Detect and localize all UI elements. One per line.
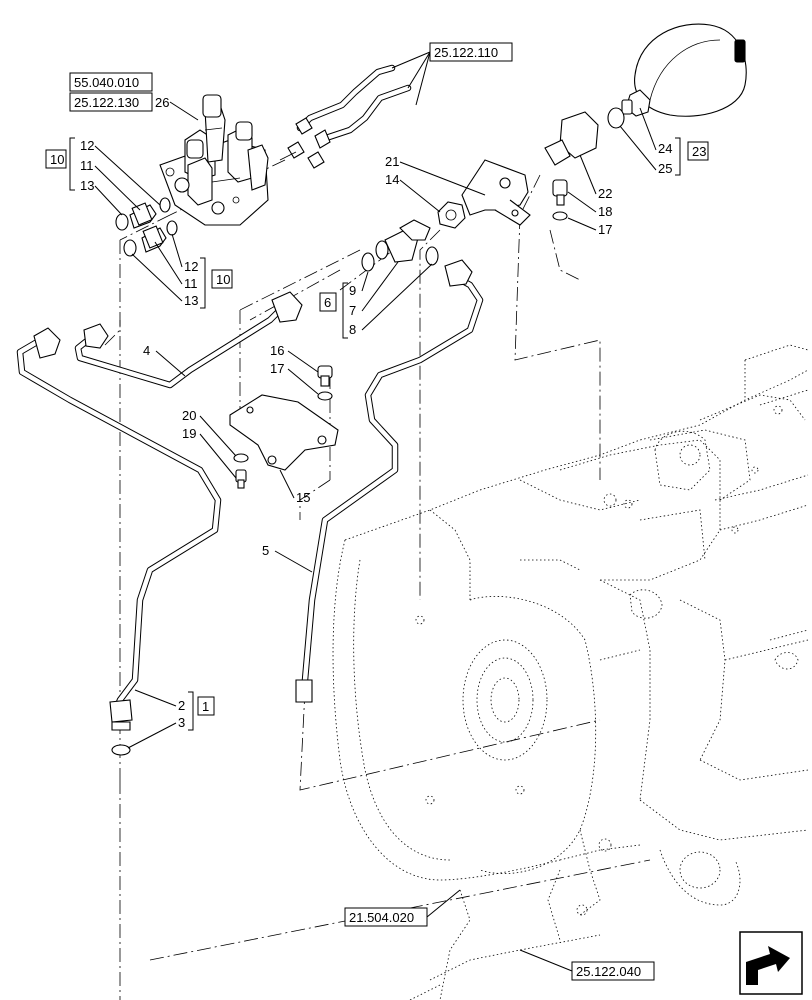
- svg-text:25.122.130: 25.122.130: [74, 95, 139, 110]
- pipe-2: [16, 327, 222, 756]
- svg-text:23: 23: [692, 144, 706, 159]
- callout-18: 18: [598, 204, 612, 219]
- tee-fitting: [361, 219, 439, 272]
- callout-17b: 17: [270, 361, 284, 376]
- svg-text:6: 6: [324, 295, 331, 310]
- group-23[interactable]: 23: [687, 141, 709, 161]
- callout-24: 24: [658, 141, 672, 156]
- group-6[interactable]: 6: [319, 292, 337, 312]
- ref-21-504-020[interactable]: 21.504.020: [344, 907, 428, 927]
- hoses-top: [279, 64, 412, 169]
- callout-9: 9: [349, 283, 356, 298]
- alignment-lines: [104, 159, 651, 1000]
- fittings-set-top: [115, 197, 171, 231]
- ref-25-122-130[interactable]: 25.122.130: [69, 92, 153, 112]
- svg-text:55.040.010: 55.040.010: [74, 75, 139, 90]
- svg-text:25.122.110: 25.122.110: [434, 45, 498, 60]
- callout-8: 8: [349, 322, 356, 337]
- mounting-plate: [229, 365, 339, 489]
- control-valve: [159, 94, 269, 226]
- callout-16: 16: [270, 343, 284, 358]
- callout-13b: 13: [184, 293, 198, 308]
- callout-12a: 12: [80, 138, 94, 153]
- callout-21: 21: [385, 154, 399, 169]
- accumulator: [607, 23, 747, 129]
- callout-7: 7: [349, 303, 356, 318]
- callout-13a: 13: [80, 178, 94, 193]
- callout-11a: 11: [80, 158, 94, 173]
- callout-12b: 12: [184, 259, 198, 274]
- next-page-arrow-icon[interactable]: [739, 931, 803, 995]
- mounting-bracket: [437, 159, 531, 229]
- callout-4: 4: [143, 343, 150, 358]
- callout-3: 3: [178, 715, 185, 730]
- ref-25-122-040[interactable]: 25.122.040: [571, 961, 655, 981]
- svg-text:25.122.040: 25.122.040: [576, 964, 641, 979]
- pipe-4: [74, 291, 303, 389]
- callout-22: 22: [598, 186, 612, 201]
- callout-25: 25: [658, 161, 672, 176]
- transmission-housing: [332, 344, 809, 1000]
- svg-text:1: 1: [202, 699, 209, 714]
- bracket-23: [675, 137, 681, 176]
- bracket-10-top: [69, 137, 75, 191]
- callout-20: 20: [182, 408, 196, 423]
- fittings-set-bottom: [123, 220, 178, 257]
- group-1[interactable]: 1: [197, 696, 215, 716]
- svg-text:21.504.020: 21.504.020: [349, 910, 414, 925]
- callout-19: 19: [182, 426, 196, 441]
- bracket-10-mid: [200, 257, 206, 309]
- ref-25-122-110[interactable]: 25.122.110: [429, 42, 513, 62]
- callout-2: 2: [178, 698, 185, 713]
- callout-11b: 11: [184, 276, 198, 291]
- ref-55-040-010[interactable]: 55.040.010: [69, 72, 153, 92]
- group-10-top[interactable]: 10: [45, 149, 67, 169]
- bracket-6: [342, 282, 348, 339]
- callout-5: 5: [262, 543, 269, 558]
- callout-17a: 17: [598, 222, 612, 237]
- pipe-5: [295, 259, 484, 703]
- pressure-switch: [544, 111, 599, 221]
- callout-26: 26: [155, 95, 169, 110]
- bracket-1: [188, 691, 194, 731]
- callout-14: 14: [385, 172, 399, 187]
- callout-15: 15: [296, 490, 310, 505]
- group-10-mid[interactable]: 10: [211, 269, 233, 289]
- svg-text:10: 10: [50, 152, 64, 167]
- svg-text:10: 10: [216, 272, 230, 287]
